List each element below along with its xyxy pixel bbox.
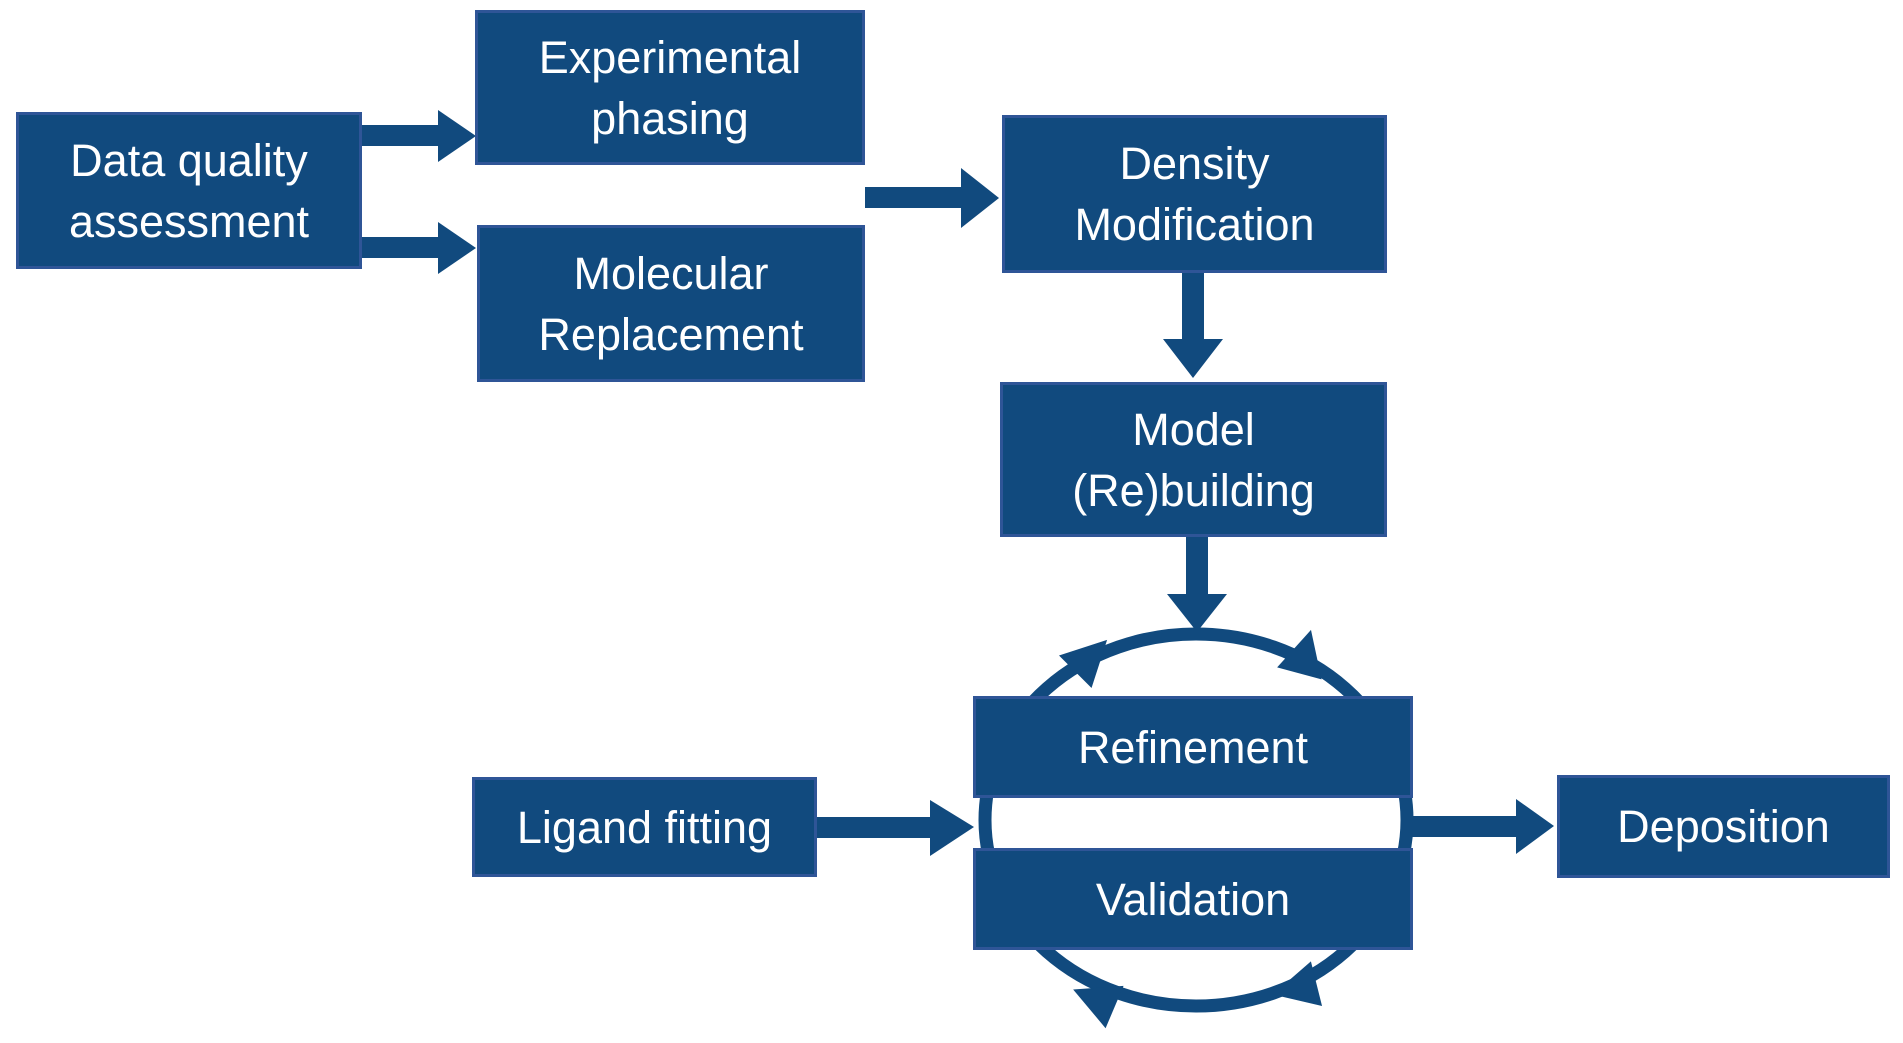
cycle-ellipse (978, 627, 1414, 1013)
node-label-line: Density (1119, 138, 1270, 189)
node-experimental-phasing: Experimental phasing (475, 10, 865, 165)
cycle-arrowhead-bottom-left-icon (1073, 985, 1124, 1029)
cycle-ring (978, 627, 1414, 1029)
node-label-line: phasing (591, 92, 749, 144)
node-label-line: (Re)building (1072, 464, 1315, 516)
node-ligand-fitting: Ligand fitting (472, 777, 817, 877)
arrow-dqa-to-experimental-phasing (362, 110, 476, 162)
node-label-line: Replacement (538, 308, 804, 360)
node-label-line: Deposition (1617, 801, 1830, 852)
node-label-line: Validation (1095, 873, 1291, 925)
node-label-line: Modification (1074, 199, 1315, 250)
node-molecular-replacement: Molecular Replacement (477, 225, 865, 382)
arrow-density-to-model-rebuilding (1163, 273, 1223, 378)
node-label-line: Refinement (1077, 721, 1309, 773)
node-label-line: Data quality (70, 134, 308, 186)
cycle-arrowhead-bottom-right-icon (1272, 961, 1323, 1006)
node-model-rebuilding: Model (Re)building (1000, 382, 1387, 537)
arrow-phasing-to-density-modification (865, 168, 999, 228)
node-data-quality-assessment: Data quality assessment (16, 112, 362, 269)
cycle-arrowhead-top-right-icon (1277, 629, 1322, 680)
node-label-line: Molecular (573, 247, 769, 299)
node-label-line: Model (1132, 403, 1255, 455)
node-label-line: assessment (68, 195, 310, 247)
arrow-cycle-to-deposition (1410, 799, 1554, 854)
node-validation: Validation (973, 848, 1413, 950)
arrow-model-to-cycle (1167, 537, 1227, 632)
arrow-dqa-to-molecular-replacement (362, 222, 476, 274)
cycle-arrowhead-top-left-icon (1059, 639, 1108, 688)
node-label-line: Experimental (538, 31, 802, 83)
node-deposition: Deposition (1557, 775, 1890, 878)
node-label-line: Ligand fitting (516, 801, 773, 853)
node-density-modification: Density Modification (1002, 115, 1387, 273)
node-refinement: Refinement (973, 696, 1413, 798)
arrow-ligand-to-cycle (817, 800, 974, 856)
